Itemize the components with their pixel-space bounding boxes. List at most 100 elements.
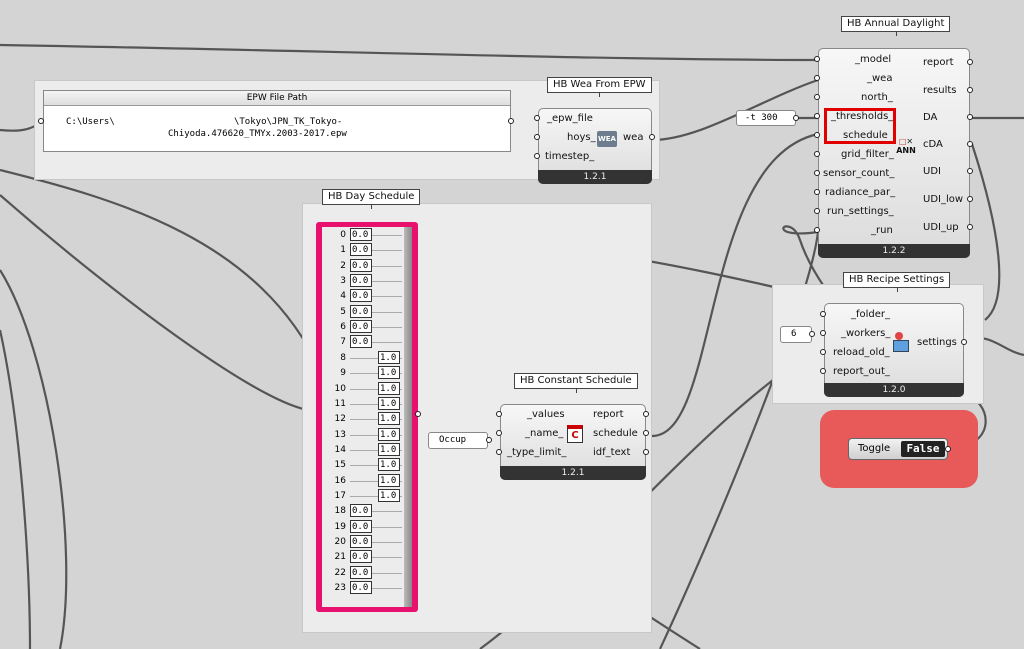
daylight-grip-out-da[interactable] — [967, 114, 973, 120]
thresholds-panel[interactable]: -t 300 — [736, 110, 796, 126]
wea-grip-hoys[interactable] — [534, 134, 540, 140]
wea-grip-timestep[interactable] — [534, 153, 540, 159]
day-schedule-scrollbar[interactable] — [404, 227, 412, 607]
boolean-toggle[interactable]: Toggle False — [848, 438, 948, 460]
daylight-grip-thresholds[interactable] — [814, 113, 820, 119]
hour-value-slider[interactable]: 0.0 — [350, 519, 372, 533]
hour-value-slider[interactable]: 1.0 — [378, 412, 400, 426]
daylight-grip-radiance-par[interactable] — [814, 189, 820, 195]
epw-file-path-panel[interactable]: EPW File Path C:\Users\ \Tokyo\JPN_TK_To… — [43, 90, 511, 152]
daylight-grip-out-results[interactable] — [967, 87, 973, 93]
hour-value-slider[interactable]: 0.0 — [350, 304, 372, 318]
day-schedule-output-grip[interactable] — [415, 411, 421, 417]
daylight-grip-run-settings[interactable] — [814, 208, 820, 214]
const-grip-type-limit[interactable] — [496, 449, 502, 455]
hour-value-slider[interactable]: 0.0 — [350, 504, 372, 518]
hour-value-slider[interactable]: 0.0 — [350, 274, 372, 288]
hour-value-slider[interactable]: 1.0 — [378, 473, 400, 487]
const-grip-out-schedule[interactable] — [643, 430, 649, 436]
hb-wea-from-epw[interactable]: _epw_file hoys_ timestep_ WEA wea 1.2.1 — [538, 108, 652, 184]
hour-value-slider[interactable]: 1.0 — [378, 396, 400, 410]
hour-value-slider[interactable]: 0.0 — [350, 565, 372, 579]
hour-value-slider[interactable]: 1.0 — [378, 427, 400, 441]
daylight-grip-out-udi-up[interactable] — [967, 224, 973, 230]
daylight-grip-out-udi[interactable] — [967, 168, 973, 174]
wea-grip-out[interactable] — [649, 134, 655, 140]
epw-panel-output-grip[interactable] — [508, 118, 514, 124]
hour-value-slider[interactable]: 1.0 — [378, 442, 400, 456]
hour-value-slider[interactable]: 1.0 — [378, 458, 400, 472]
recipe-grip-workers[interactable] — [820, 330, 826, 336]
hour-value-slider[interactable]: 0.0 — [350, 535, 372, 548]
const-grip-out-idf[interactable] — [643, 449, 649, 455]
hour-value-slider[interactable]: 1.0 — [378, 366, 400, 380]
toggle-output-grip[interactable] — [945, 446, 951, 452]
wea-grip-epw[interactable] — [534, 115, 540, 121]
daylight-grip-grid-filter[interactable] — [814, 151, 820, 157]
occup-panel-grip[interactable] — [486, 437, 492, 443]
hour-value-slider[interactable]: 0.0 — [350, 228, 372, 241]
hour-value-slider[interactable]: 0.0 — [350, 258, 372, 272]
thresholds-panel-grip[interactable] — [793, 115, 799, 121]
hour-value-slider[interactable]: 0.0 — [350, 289, 372, 303]
toggle-value[interactable]: False — [901, 441, 945, 457]
const-grip-values[interactable] — [496, 411, 502, 417]
daylight-grip-schedule[interactable] — [814, 132, 820, 138]
workers-panel-grip[interactable] — [809, 331, 815, 337]
hour-value-slider[interactable]: 0.0 — [350, 550, 372, 564]
daylight-grip-model[interactable] — [814, 56, 820, 62]
hour-value-slider[interactable]: 0.0 — [350, 335, 372, 349]
hour-value-slider[interactable]: 0.0 — [350, 581, 372, 595]
workers-panel[interactable]: 6 — [780, 326, 812, 343]
recipe-grip-reload[interactable] — [820, 349, 826, 355]
daylight-grip-out-udi-low[interactable] — [967, 196, 973, 202]
occup-panel[interactable]: Occup — [428, 432, 488, 449]
daylight-grip-out-cda[interactable] — [967, 141, 973, 147]
daylight-grip-north[interactable] — [814, 94, 820, 100]
daylight-grip-wea[interactable] — [814, 75, 820, 81]
slider-track — [350, 511, 402, 513]
recipe-grip-report-out[interactable] — [820, 368, 826, 374]
hb-recipe-settings[interactable]: _folder_ _workers_ reload_old_ report_ou… — [824, 303, 964, 397]
epw-panel-input-grip[interactable] — [38, 118, 44, 124]
hour-label: 21 — [334, 552, 346, 563]
recipe-grip-folder[interactable] — [820, 311, 826, 317]
hour-value-slider[interactable]: 1.0 — [378, 488, 400, 502]
hour-value-slider[interactable]: 1.0 — [378, 350, 400, 364]
hb-constant-schedule[interactable]: _values _name_ _type_limit_ C report sch… — [500, 404, 646, 480]
daylight-grip-run[interactable] — [814, 227, 820, 233]
hb-annual-daylight[interactable]: _model _wea north_ _thresholds_ schedule… — [818, 48, 970, 258]
const-grip-name[interactable] — [496, 430, 502, 436]
daylight-grip-out-report[interactable] — [967, 59, 973, 65]
hour-value-slider[interactable]: 0.0 — [350, 320, 372, 334]
daylight-grip-sensor-count[interactable] — [814, 170, 820, 176]
const-grip-out-report[interactable] — [643, 411, 649, 417]
hour-value-slider[interactable]: 1.0 — [378, 381, 400, 395]
recipe-grip-out-settings[interactable] — [961, 339, 967, 345]
hour-value-slider[interactable]: 0.0 — [350, 243, 372, 257]
